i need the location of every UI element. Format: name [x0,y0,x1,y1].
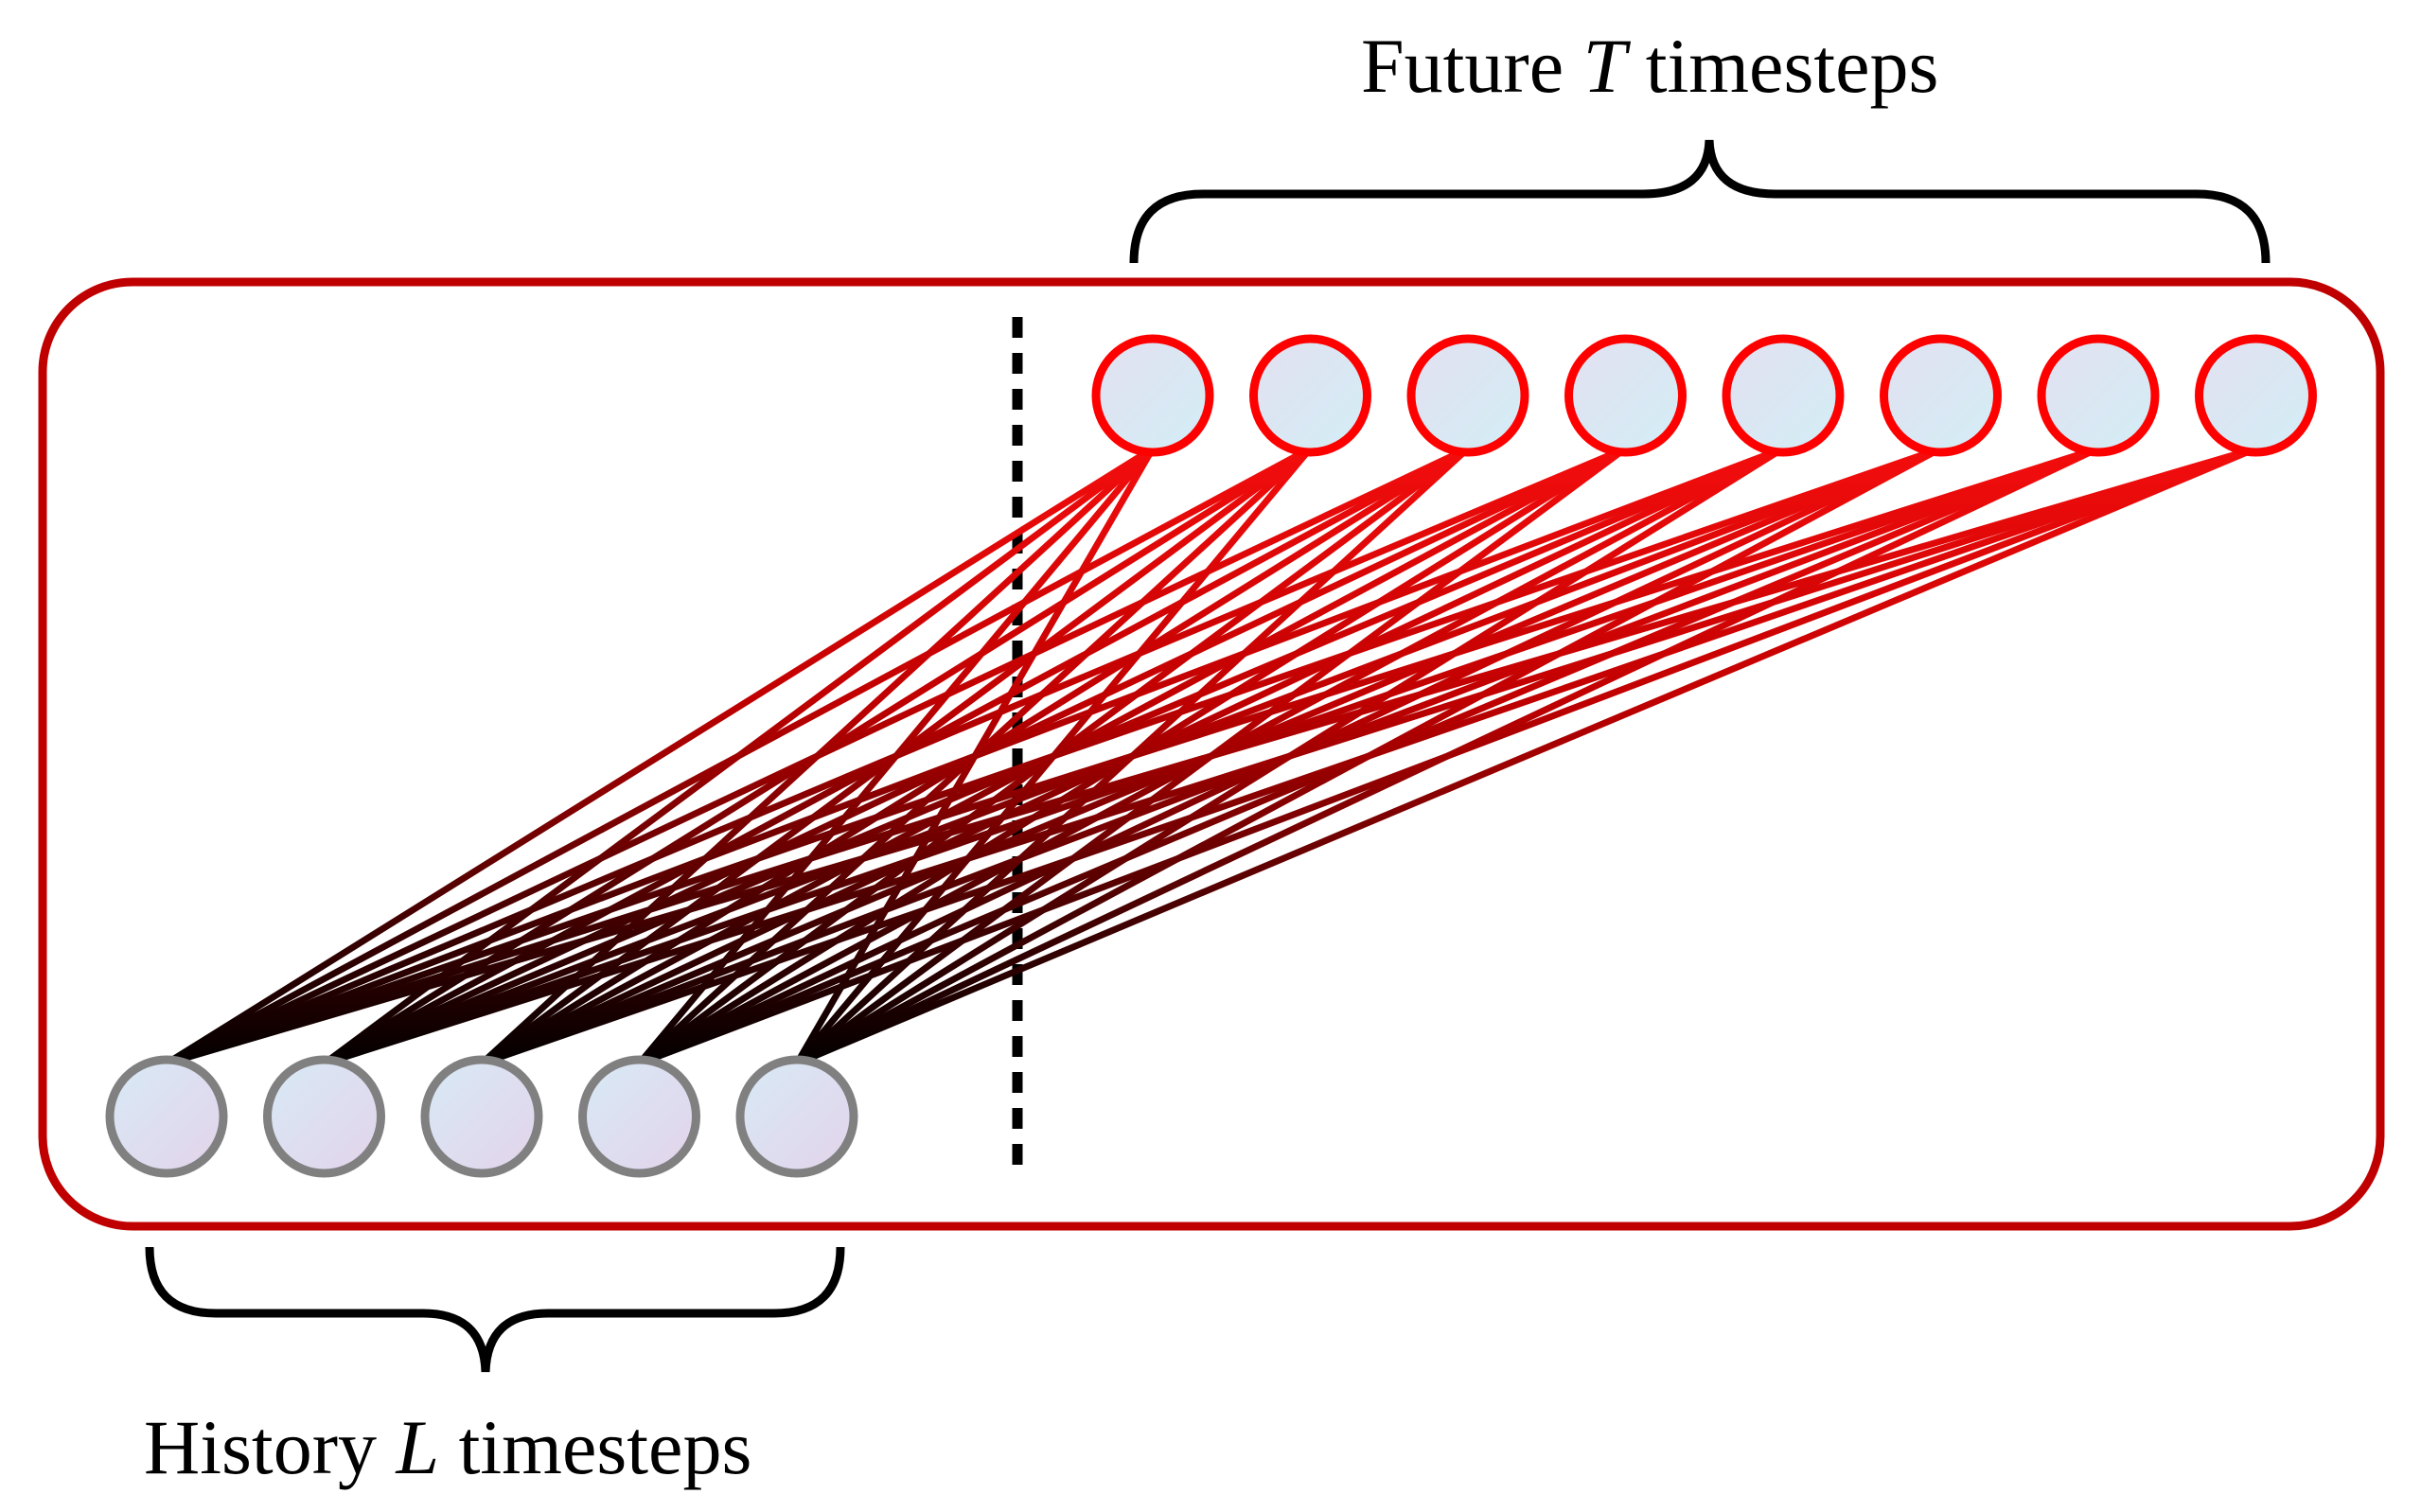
future-node-4 [1564,334,1687,457]
future-node-6 [1880,334,2002,457]
history-node-3 [420,1055,543,1178]
edge-future-2-to-history-1 [165,445,1313,1067]
history-node-row [105,1055,858,1178]
history-variable-L: L [396,1404,440,1490]
future-node-5 [1722,334,1845,457]
edge-future-8-to-history-2 [323,445,2257,1067]
future-brace [1129,139,2271,264]
history-node-5 [735,1055,858,1178]
future-node-1 [1091,334,1214,457]
edge-future-4-to-history-1 [165,445,1627,1067]
edge-future-8-to-history-5 [795,445,2257,1067]
edge-future-8-to-history-4 [638,445,2257,1067]
edge-future-8-to-history-1 [166,445,2257,1067]
edge-future-1-to-history-1 [165,446,1155,1066]
edge-future-6-to-history-1 [165,445,1942,1067]
future-node-7 [2037,334,2160,457]
history-node-2 [263,1055,385,1178]
connection-edges [165,445,2257,1067]
future-timesteps-label: Future T timesteps [1361,23,1938,109]
future-node-3 [1406,334,1529,457]
future-node-2 [1249,334,1371,457]
edge-future-3-to-history-1 [165,445,1470,1067]
future-variable-T: T [1583,23,1632,109]
future-node-row [1091,334,2317,457]
history-node-4 [578,1055,700,1178]
edge-future-7-to-history-1 [165,445,2100,1067]
container-frame [38,277,2385,1231]
history-timesteps-label: History L timesteps [144,1404,751,1490]
history-brace [145,1246,845,1373]
history-node-1 [105,1055,228,1178]
future-node-8 [2195,334,2317,457]
edge-future-8-to-history-3 [480,445,2257,1067]
edge-future-5-to-history-1 [165,445,1785,1067]
